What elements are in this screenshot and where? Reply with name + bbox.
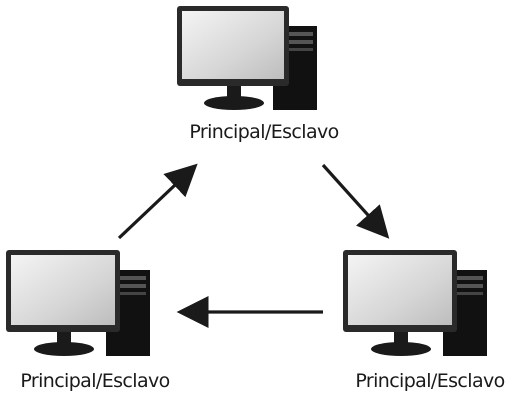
desktop-computer-icon xyxy=(177,6,317,110)
monitor-screen xyxy=(348,255,452,325)
monitor-stand xyxy=(34,342,94,356)
node-left: Principal/Esclavo xyxy=(0,244,190,394)
monitor-screen xyxy=(182,11,284,79)
monitor-stand xyxy=(371,342,431,356)
monitor-stand xyxy=(204,96,264,110)
node-top: Principal/Esclavo xyxy=(169,0,359,150)
arrow-left-to-top xyxy=(117,163,198,240)
node-label: Principal/Esclavo xyxy=(355,370,505,392)
node-label: Principal/Esclavo xyxy=(20,370,170,392)
desktop-computer-icon xyxy=(343,250,487,356)
arrow-top-to-right xyxy=(321,163,390,239)
node-label: Principal/Esclavo xyxy=(189,121,339,143)
node-right: Principal/Esclavo xyxy=(335,244,523,394)
desktop-computer-icon xyxy=(6,250,150,356)
monitor-screen xyxy=(11,255,115,325)
